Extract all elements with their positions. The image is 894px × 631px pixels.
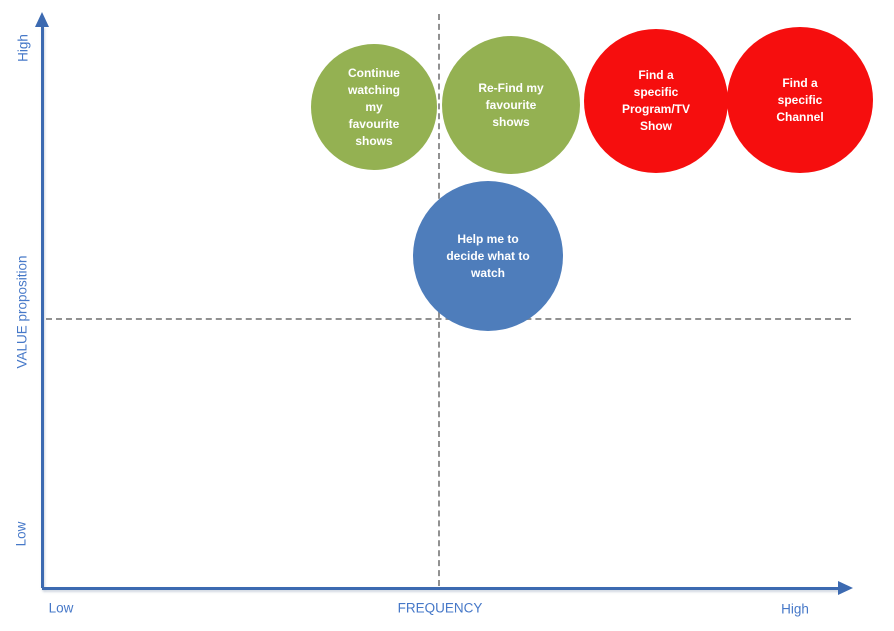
x-axis-low-label: Low <box>48 600 74 616</box>
x-axis-high-label: High <box>781 601 809 617</box>
bubble-find-specific-channel: Find a specific Channel <box>727 27 873 173</box>
bubble-continue-watching-favourite-shows: Continue watching my favourite shows <box>311 44 437 170</box>
y-axis-line <box>41 26 44 588</box>
bubble-find-specific-program-tv-show: Find a specific Program/TV Show <box>584 29 728 173</box>
x-axis-arrow-right-icon <box>838 581 853 595</box>
y-axis-arrow-up-icon <box>35 12 49 27</box>
x-axis-title: FREQUENCY <box>397 600 483 616</box>
bubble-help-me-decide-what-to-watch: Help me to decide what to watch <box>413 181 563 331</box>
y-axis-high-label: High <box>15 34 31 62</box>
y-axis-title: VALUE proposition <box>14 255 30 369</box>
bubble-refind-favourite-shows: Re-Find my favourite shows <box>442 36 580 174</box>
y-axis-low-label: Low <box>13 521 29 547</box>
x-axis-line <box>42 587 839 590</box>
